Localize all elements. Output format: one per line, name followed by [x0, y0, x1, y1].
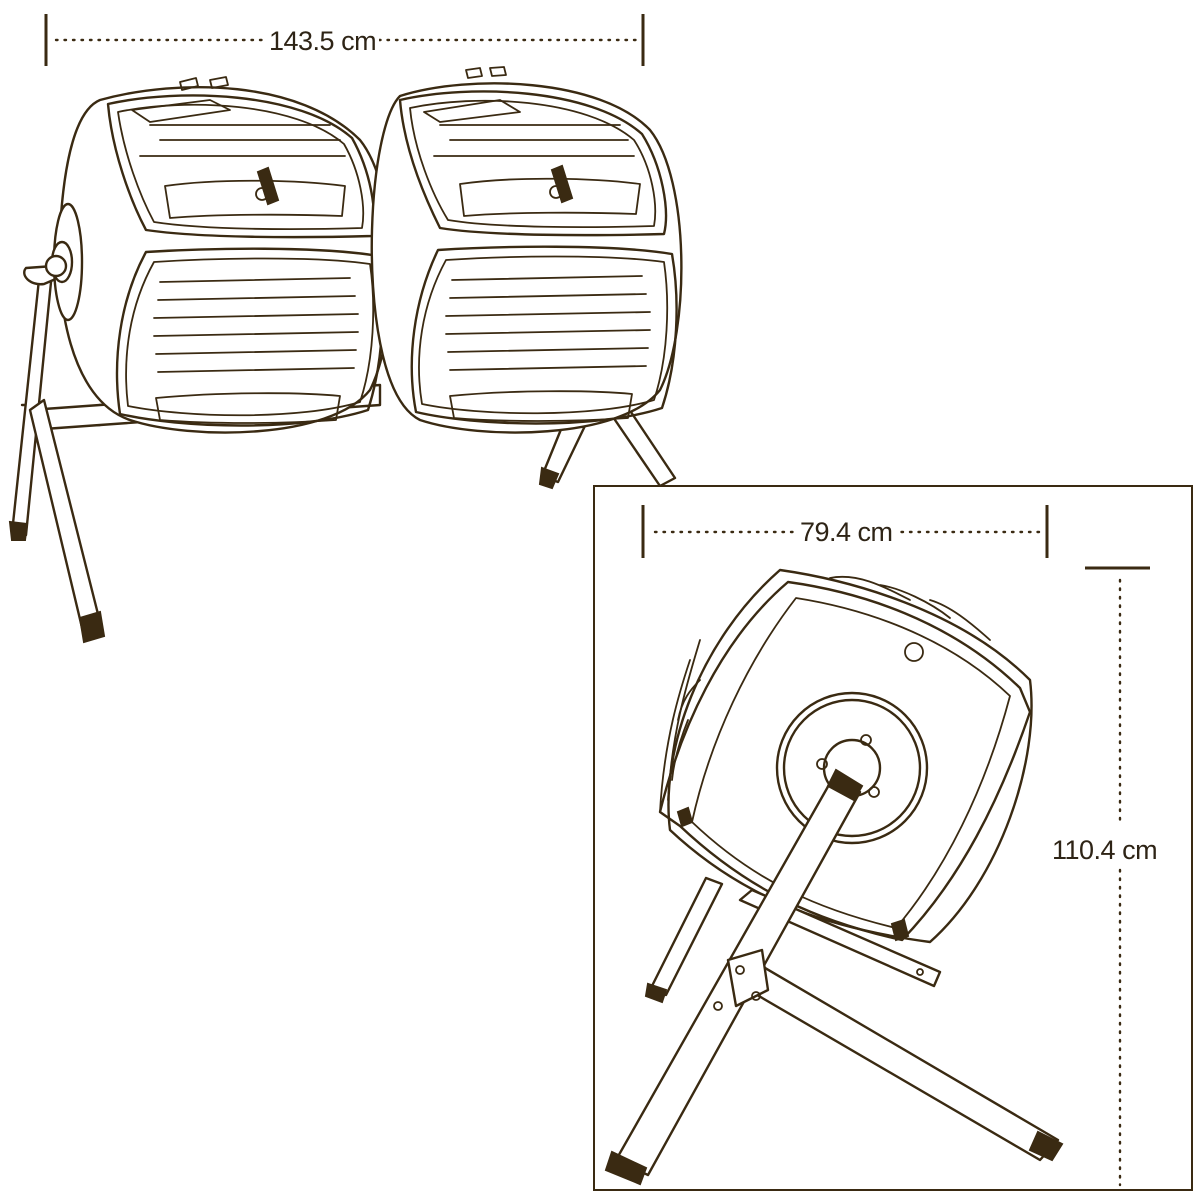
height-dimension-label: 110.4 cm	[1049, 835, 1161, 865]
height-dimension-line	[1085, 566, 1150, 1187]
width-dimension-label: 143.5 cm	[266, 26, 380, 56]
side-view-stand	[604, 768, 1064, 1186]
left-drum	[44, 76, 393, 434]
depth-dimension-label: 79.4 cm	[797, 517, 896, 547]
depth-dimension-line	[641, 505, 1049, 558]
double-tumbler-illustration	[8, 66, 683, 644]
right-drum	[370, 66, 683, 434]
side-view-drum	[658, 568, 1033, 944]
